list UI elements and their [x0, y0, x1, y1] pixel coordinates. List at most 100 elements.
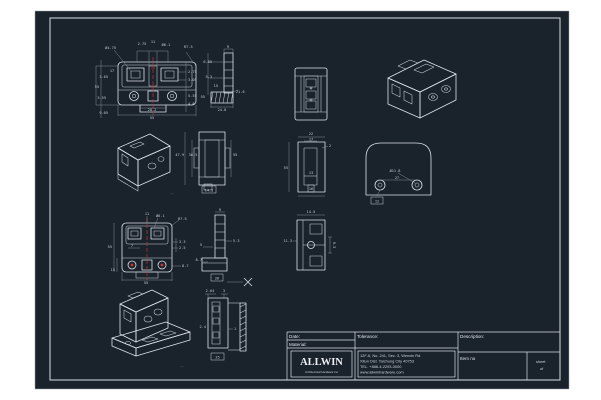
address-line: 12F-6, No. 241, Sec. 3, Wenxin Rd.: [360, 353, 421, 358]
dim-label: 55: [95, 85, 99, 89]
dim-label: 11.3: [283, 239, 292, 243]
part2-mid-section-view: 14.5 11.3 9.5: [283, 210, 336, 271]
dim-label: 12: [375, 200, 379, 204]
part1-plan-outline: [294, 67, 328, 121]
dim-label: Ø6.1: [162, 42, 171, 47]
dim-label: 3.65: [99, 75, 108, 79]
part1-channel-view: 22 17 2 55 13 16: [284, 132, 331, 197]
dim-label: 17: [110, 69, 114, 73]
part1-plan-view: [294, 67, 328, 121]
dim-label: 36.5: [189, 153, 198, 157]
date-label: Date:: [289, 334, 300, 339]
part1-isometric-large: [387, 59, 457, 119]
part2-bottom-outline: [207, 297, 229, 349]
dim-label: 9: [227, 45, 229, 49]
sheet-background: [34, 10, 570, 390]
sheet-inner-border: [49, 17, 561, 381]
dim-label: 16: [309, 187, 313, 191]
dim-label: 2.75: [138, 42, 147, 46]
dim-label: 15: [214, 84, 218, 88]
dim-label: 15: [111, 268, 115, 272]
of-label: of: [540, 366, 544, 371]
dim-label: 21.6: [236, 90, 245, 94]
company-logo: ALLWIN: [300, 357, 343, 368]
dim-label: 3: [223, 289, 225, 293]
dim-label: 3.05: [188, 78, 197, 82]
dim-label: 8.7: [182, 264, 189, 268]
company-logo-subtitle: Architectural Hardware Inc: [305, 370, 339, 374]
part1-side-dim-lines: [207, 48, 239, 108]
dim-label: 3.55: [97, 96, 106, 100]
item-no-label: Item no: [460, 356, 476, 361]
part1-section-view: 47.9 36.5 55 14.5: [175, 131, 237, 194]
dim-label: 11: [145, 212, 149, 216]
dim-label: 6.85: [203, 60, 212, 64]
dim-label: 55: [108, 245, 112, 249]
dim-label: 3.3: [179, 240, 186, 244]
part1-isometric-view: [117, 133, 171, 192]
dim-label: 55: [150, 116, 154, 120]
tiny-caption: ··: [180, 365, 184, 369]
dim-label: 13: [309, 171, 313, 175]
dim-label: 24.8: [218, 108, 227, 112]
glass-panel-section: [239, 302, 247, 352]
title-block-grid: [286, 331, 560, 380]
part1-front-view: Ø4.75 2.75 11 Ø6.1 R7.5 2.75 3.05 5.55 4…: [95, 40, 197, 120]
dim-label: 25: [215, 356, 219, 360]
tiny-stamp: [203, 183, 213, 191]
dim-label: 17: [309, 138, 313, 142]
dim-label: Ø4.75: [105, 45, 116, 50]
part1-front-dim-lines: [95, 49, 197, 118]
dim-label: 14.5: [205, 189, 214, 193]
address-line: www.allwinhardware.com: [360, 370, 404, 375]
part2-front-dim-lines: [113, 216, 181, 281]
dim-label: 1: [234, 327, 236, 331]
dim-label: 2.64: [206, 289, 215, 293]
dim-label: R7.5: [178, 217, 187, 221]
part2-hole-left: [127, 260, 137, 270]
dim-label: 2: [329, 144, 331, 148]
part1-rounded-outline: [365, 142, 432, 196]
dim-label: 2.4: [200, 325, 207, 329]
dim-label: R7.5: [184, 45, 193, 49]
dim-label: 5.3: [233, 239, 240, 243]
dim-label: 22: [309, 132, 313, 136]
address-line: TEL. +886-4-2293-0000: [360, 364, 402, 369]
dim-label: 26: [215, 277, 219, 281]
part1-rounded-view: Ø11.8 27 12: [365, 142, 432, 205]
address-line: Xitun Dist. Taichung City 40753: [360, 359, 414, 364]
part2-isometric-view: [111, 289, 191, 357]
dim-label: Ø11.8: [390, 168, 401, 173]
dim-label: 47.9: [175, 153, 184, 157]
dim-label: 2.5: [179, 246, 186, 250]
part2-bottom-section-view: 2.64 3 2.4 1 25: [200, 289, 247, 361]
dim-label: 4.8: [188, 102, 195, 106]
dim-label: 8.7: [196, 258, 203, 262]
part1-hole-right: [167, 91, 177, 101]
dim-label: 9.5: [332, 242, 336, 249]
title-block: Date: Material: Tolerance: Description: …: [286, 331, 560, 380]
dim-label: 7: [131, 244, 133, 248]
dim-label: 11: [151, 40, 155, 44]
dim-label: 55: [201, 95, 205, 99]
part1-side-view: 9 6.85 5.3 15 55 21.6 24.8: [201, 45, 245, 112]
part1-hole-left: [129, 91, 139, 101]
part1-side-outline: [223, 52, 234, 94]
part2-front-view: 11 Ø6.1 R7.5 3.3 2.5 8.7 7 55 15 55: [108, 212, 189, 285]
dim-label: 55: [284, 166, 288, 170]
dim-label: 9: [219, 208, 221, 212]
part2-hole-right: [157, 260, 167, 270]
part2-side-dim-lines: [203, 211, 243, 283]
dim-label: 27: [395, 176, 399, 180]
material-label: Material:: [289, 342, 307, 347]
dim-label: 5.55: [188, 94, 197, 98]
dim-label: Ø6.1: [156, 213, 165, 218]
tolerance-label: Tolerance:: [357, 334, 378, 339]
dim-label: 28.2: [148, 108, 157, 112]
sheet-label: sheet: [536, 359, 546, 364]
description-label: Description:: [460, 334, 484, 339]
dim-label: 14.5: [307, 210, 316, 214]
dim-label: 55: [233, 153, 237, 157]
